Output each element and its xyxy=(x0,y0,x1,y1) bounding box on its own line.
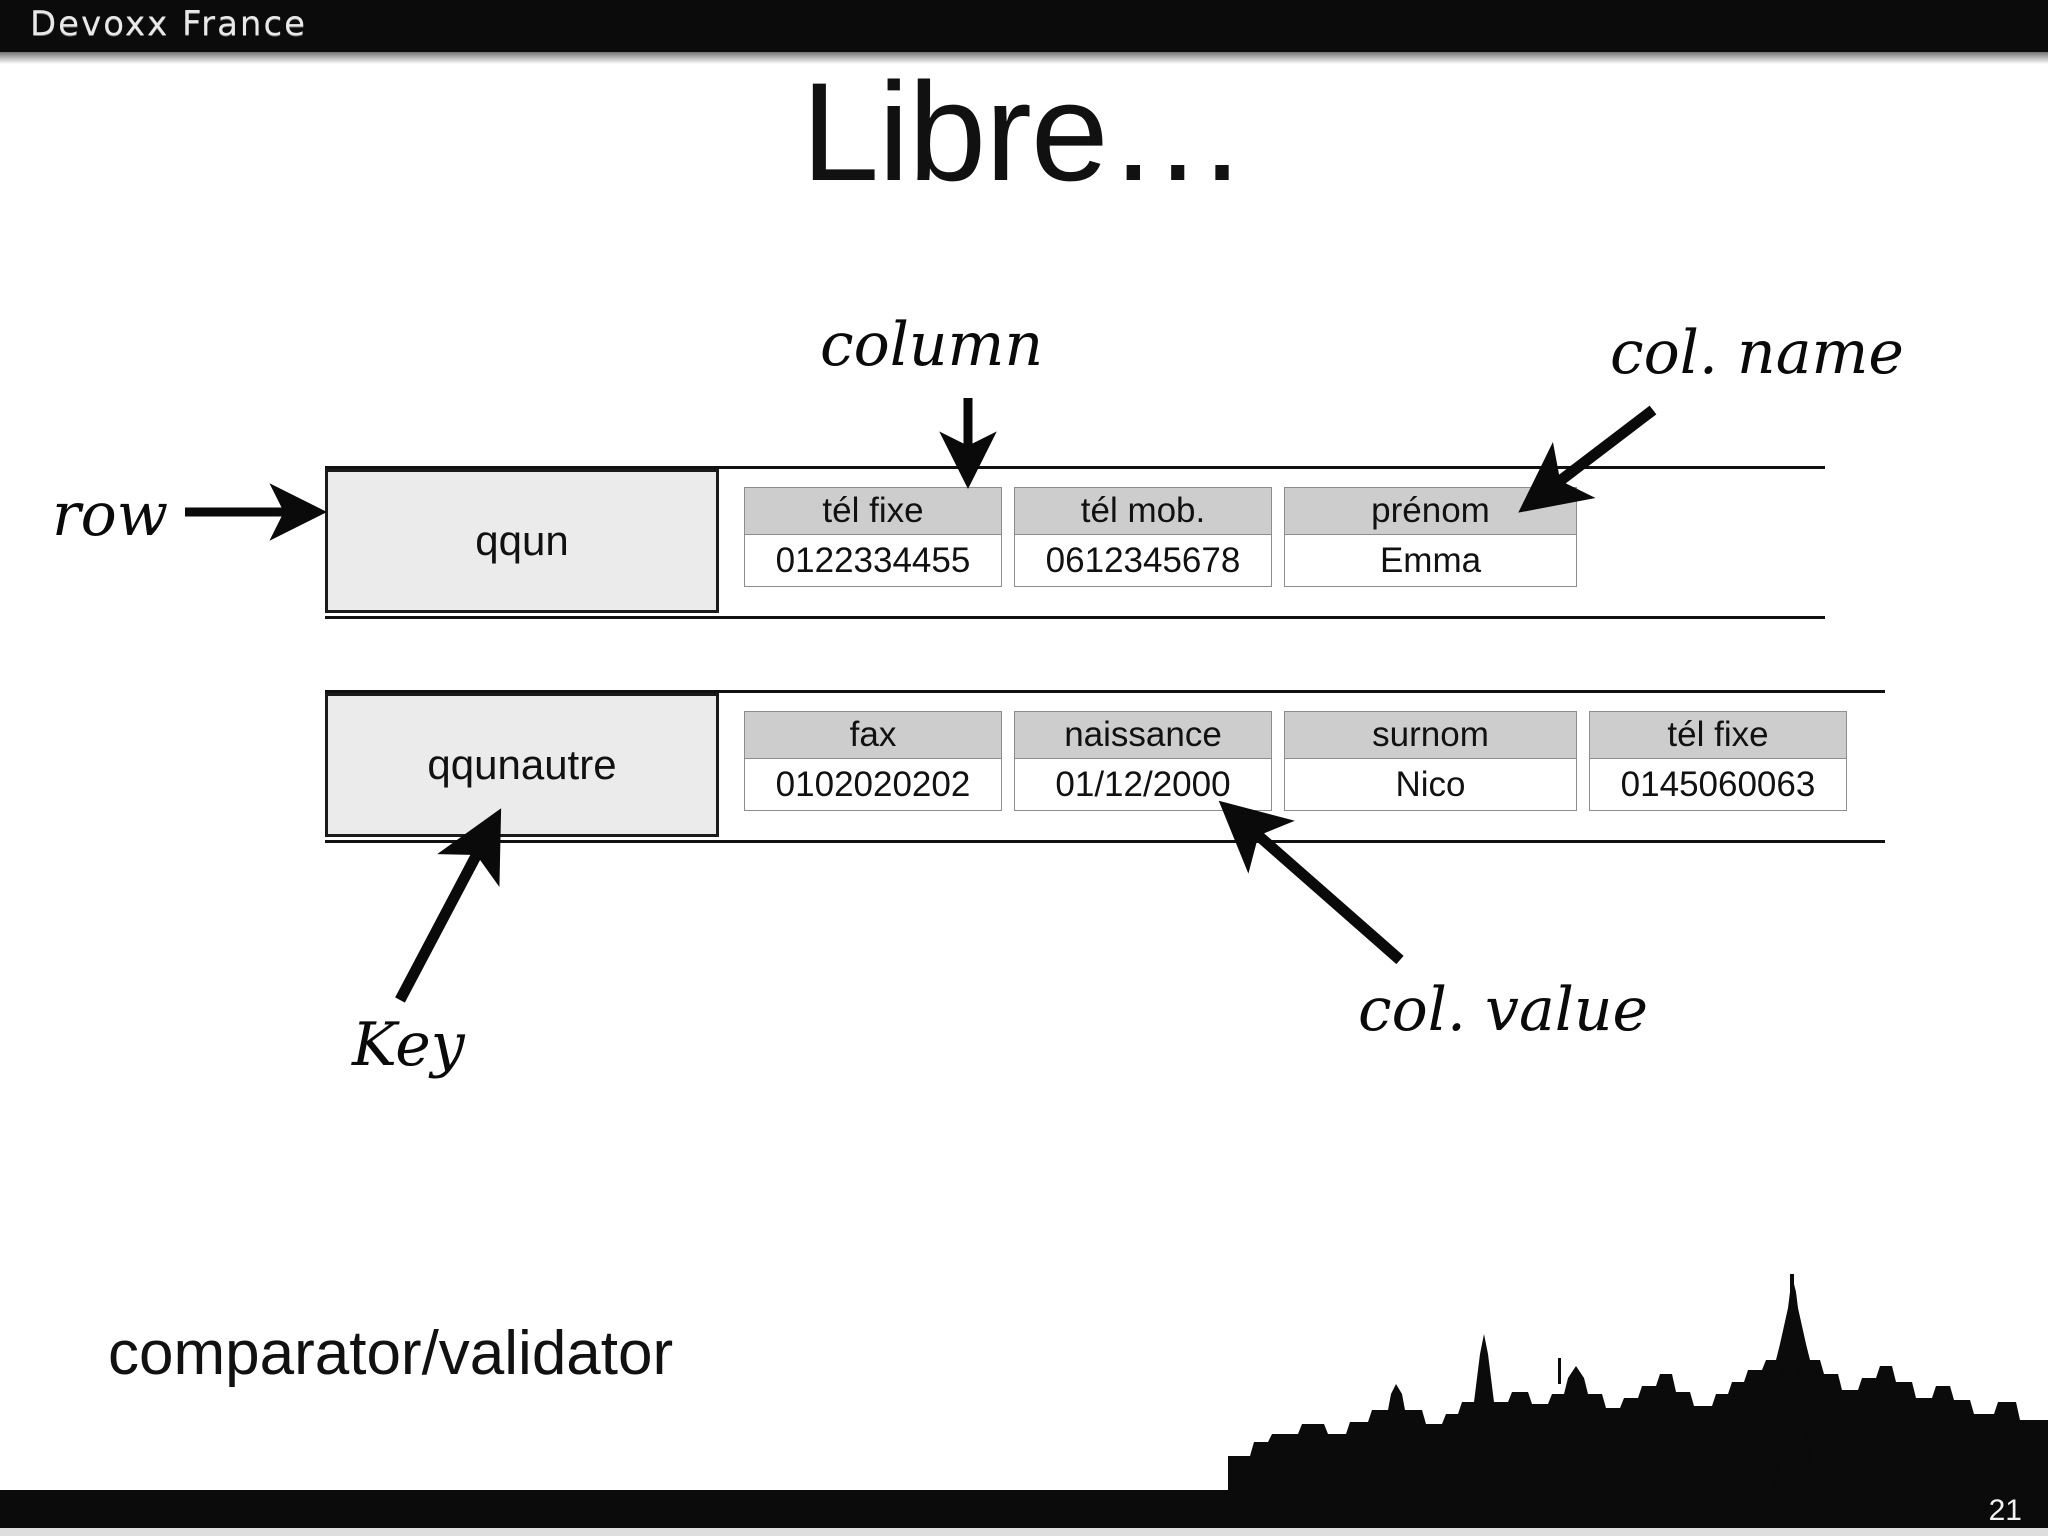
column-cell[interactable]: tél mob. 0612345678 xyxy=(1014,487,1272,587)
arrow-col-value xyxy=(1218,800,1404,965)
top-bar xyxy=(0,0,2048,52)
column-value: 0122334455 xyxy=(744,535,1002,587)
column-value: 0145060063 xyxy=(1589,759,1847,811)
annotation-row: row xyxy=(52,480,169,550)
column-value: 0102020202 xyxy=(744,759,1002,811)
column-value: Emma xyxy=(1284,535,1577,587)
column-cell[interactable]: prénom Emma xyxy=(1284,487,1577,587)
page-title: Libre… xyxy=(801,53,1247,210)
column-cell[interactable]: tél fixe 0145060063 xyxy=(1589,711,1847,811)
arrow-key xyxy=(395,808,502,1003)
column-name: tél fixe xyxy=(1589,711,1847,759)
column-name: tél mob. xyxy=(1014,487,1272,535)
row-key-cell[interactable]: qqunautre xyxy=(325,693,719,837)
row-top-rule xyxy=(325,690,1885,693)
row-key-label: qqun xyxy=(475,517,569,564)
column-name: tél fixe xyxy=(744,487,1002,535)
annotation-key: Key xyxy=(352,1010,465,1080)
column-cell[interactable]: naissance 01/12/2000 xyxy=(1014,711,1272,811)
footer-note: comparator/validator xyxy=(108,1319,674,1388)
annotation-column: column xyxy=(820,310,1044,380)
row-bottom-rule xyxy=(325,616,1825,619)
row-key-cell[interactable]: qqun xyxy=(325,469,719,613)
top-bar-shadow xyxy=(0,52,2048,64)
column-cell[interactable]: tél fixe 0122334455 xyxy=(744,487,1002,587)
brand-label: Devoxx France xyxy=(30,4,308,44)
bottom-bar-line xyxy=(0,1528,2048,1536)
column-name: naissance xyxy=(1014,711,1272,759)
paris-skyline-illustration xyxy=(1228,1274,2048,1494)
column-name: prénom xyxy=(1284,487,1577,535)
annotation-col-value: col. value xyxy=(1358,975,1649,1045)
row-bottom-rule xyxy=(325,840,1885,843)
column-value: 0612345678 xyxy=(1014,535,1272,587)
column-value: 01/12/2000 xyxy=(1014,759,1272,811)
column-name: fax xyxy=(744,711,1002,759)
column-value: Nico xyxy=(1284,759,1577,811)
annotation-col-name: col. name xyxy=(1610,318,1904,388)
column-name: surnom xyxy=(1284,711,1577,759)
row-key-label: qqunautre xyxy=(427,741,617,788)
column-cell[interactable]: fax 0102020202 xyxy=(744,711,1002,811)
column-cell[interactable]: surnom Nico xyxy=(1284,711,1577,811)
page-number: 21 xyxy=(1988,1494,2022,1527)
row-top-rule xyxy=(325,466,1825,469)
